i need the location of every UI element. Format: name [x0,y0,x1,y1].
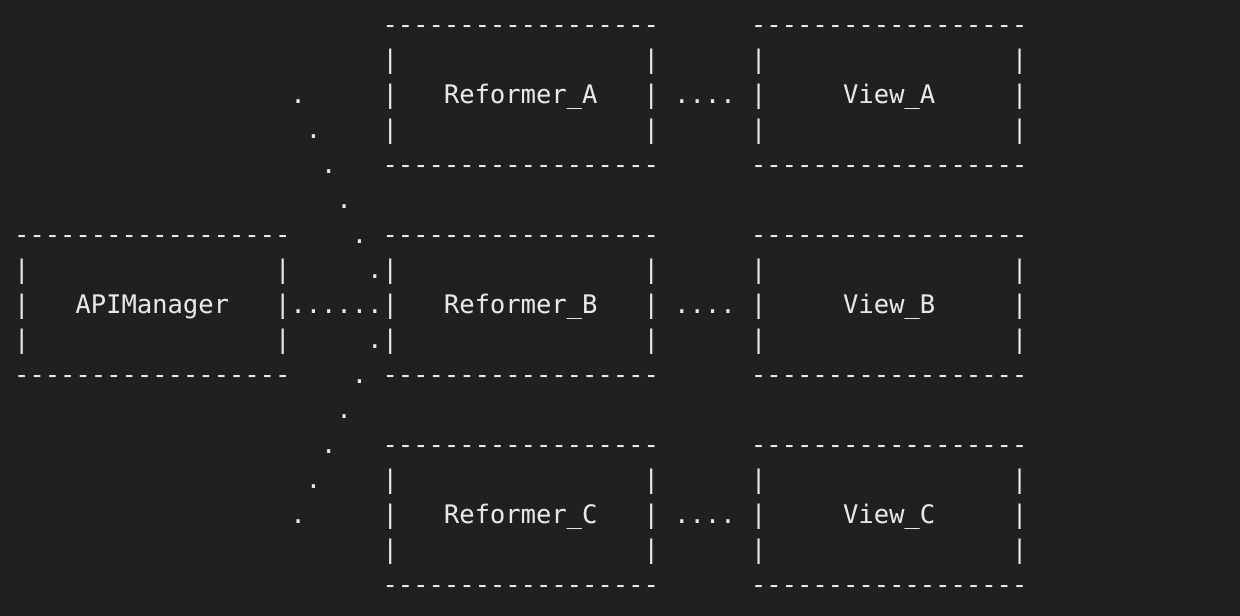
node-api-manager-label: APIManager [14,236,20,237]
edge-api-manager-to-reformer-a[interactable] [300,100,380,240]
node-reformer-a[interactable]: Reformer_A [376,18,652,173]
node-view-a-label: View_A [742,18,746,19]
node-reformer-c[interactable]: Reformer_C [376,446,652,598]
node-view-c-label: View_C [742,446,746,447]
node-api-manager[interactable]: APIManager [14,236,290,384]
edge-api-manager-to-reformer-b[interactable] [284,296,380,324]
node-view-a[interactable]: View_A [742,18,1018,173]
edge-reformer-b-to-view-b[interactable] [654,296,740,324]
edge-reformer-a-to-view-a[interactable] [654,86,740,114]
edge-reformer-c-to-view-c[interactable] [654,506,740,534]
node-reformer-a-label: Reformer_A [376,18,382,19]
node-view-b-label: View_B [742,236,746,237]
edge-api-manager-to-reformer-c[interactable] [300,380,380,520]
node-reformer-b[interactable]: Reformer_B [376,236,652,384]
node-view-c[interactable]: View_C [742,446,1018,598]
node-view-b[interactable]: View_B [742,236,1018,384]
ascii-art-body: ------------------ ------------------ | … [14,10,1028,600]
